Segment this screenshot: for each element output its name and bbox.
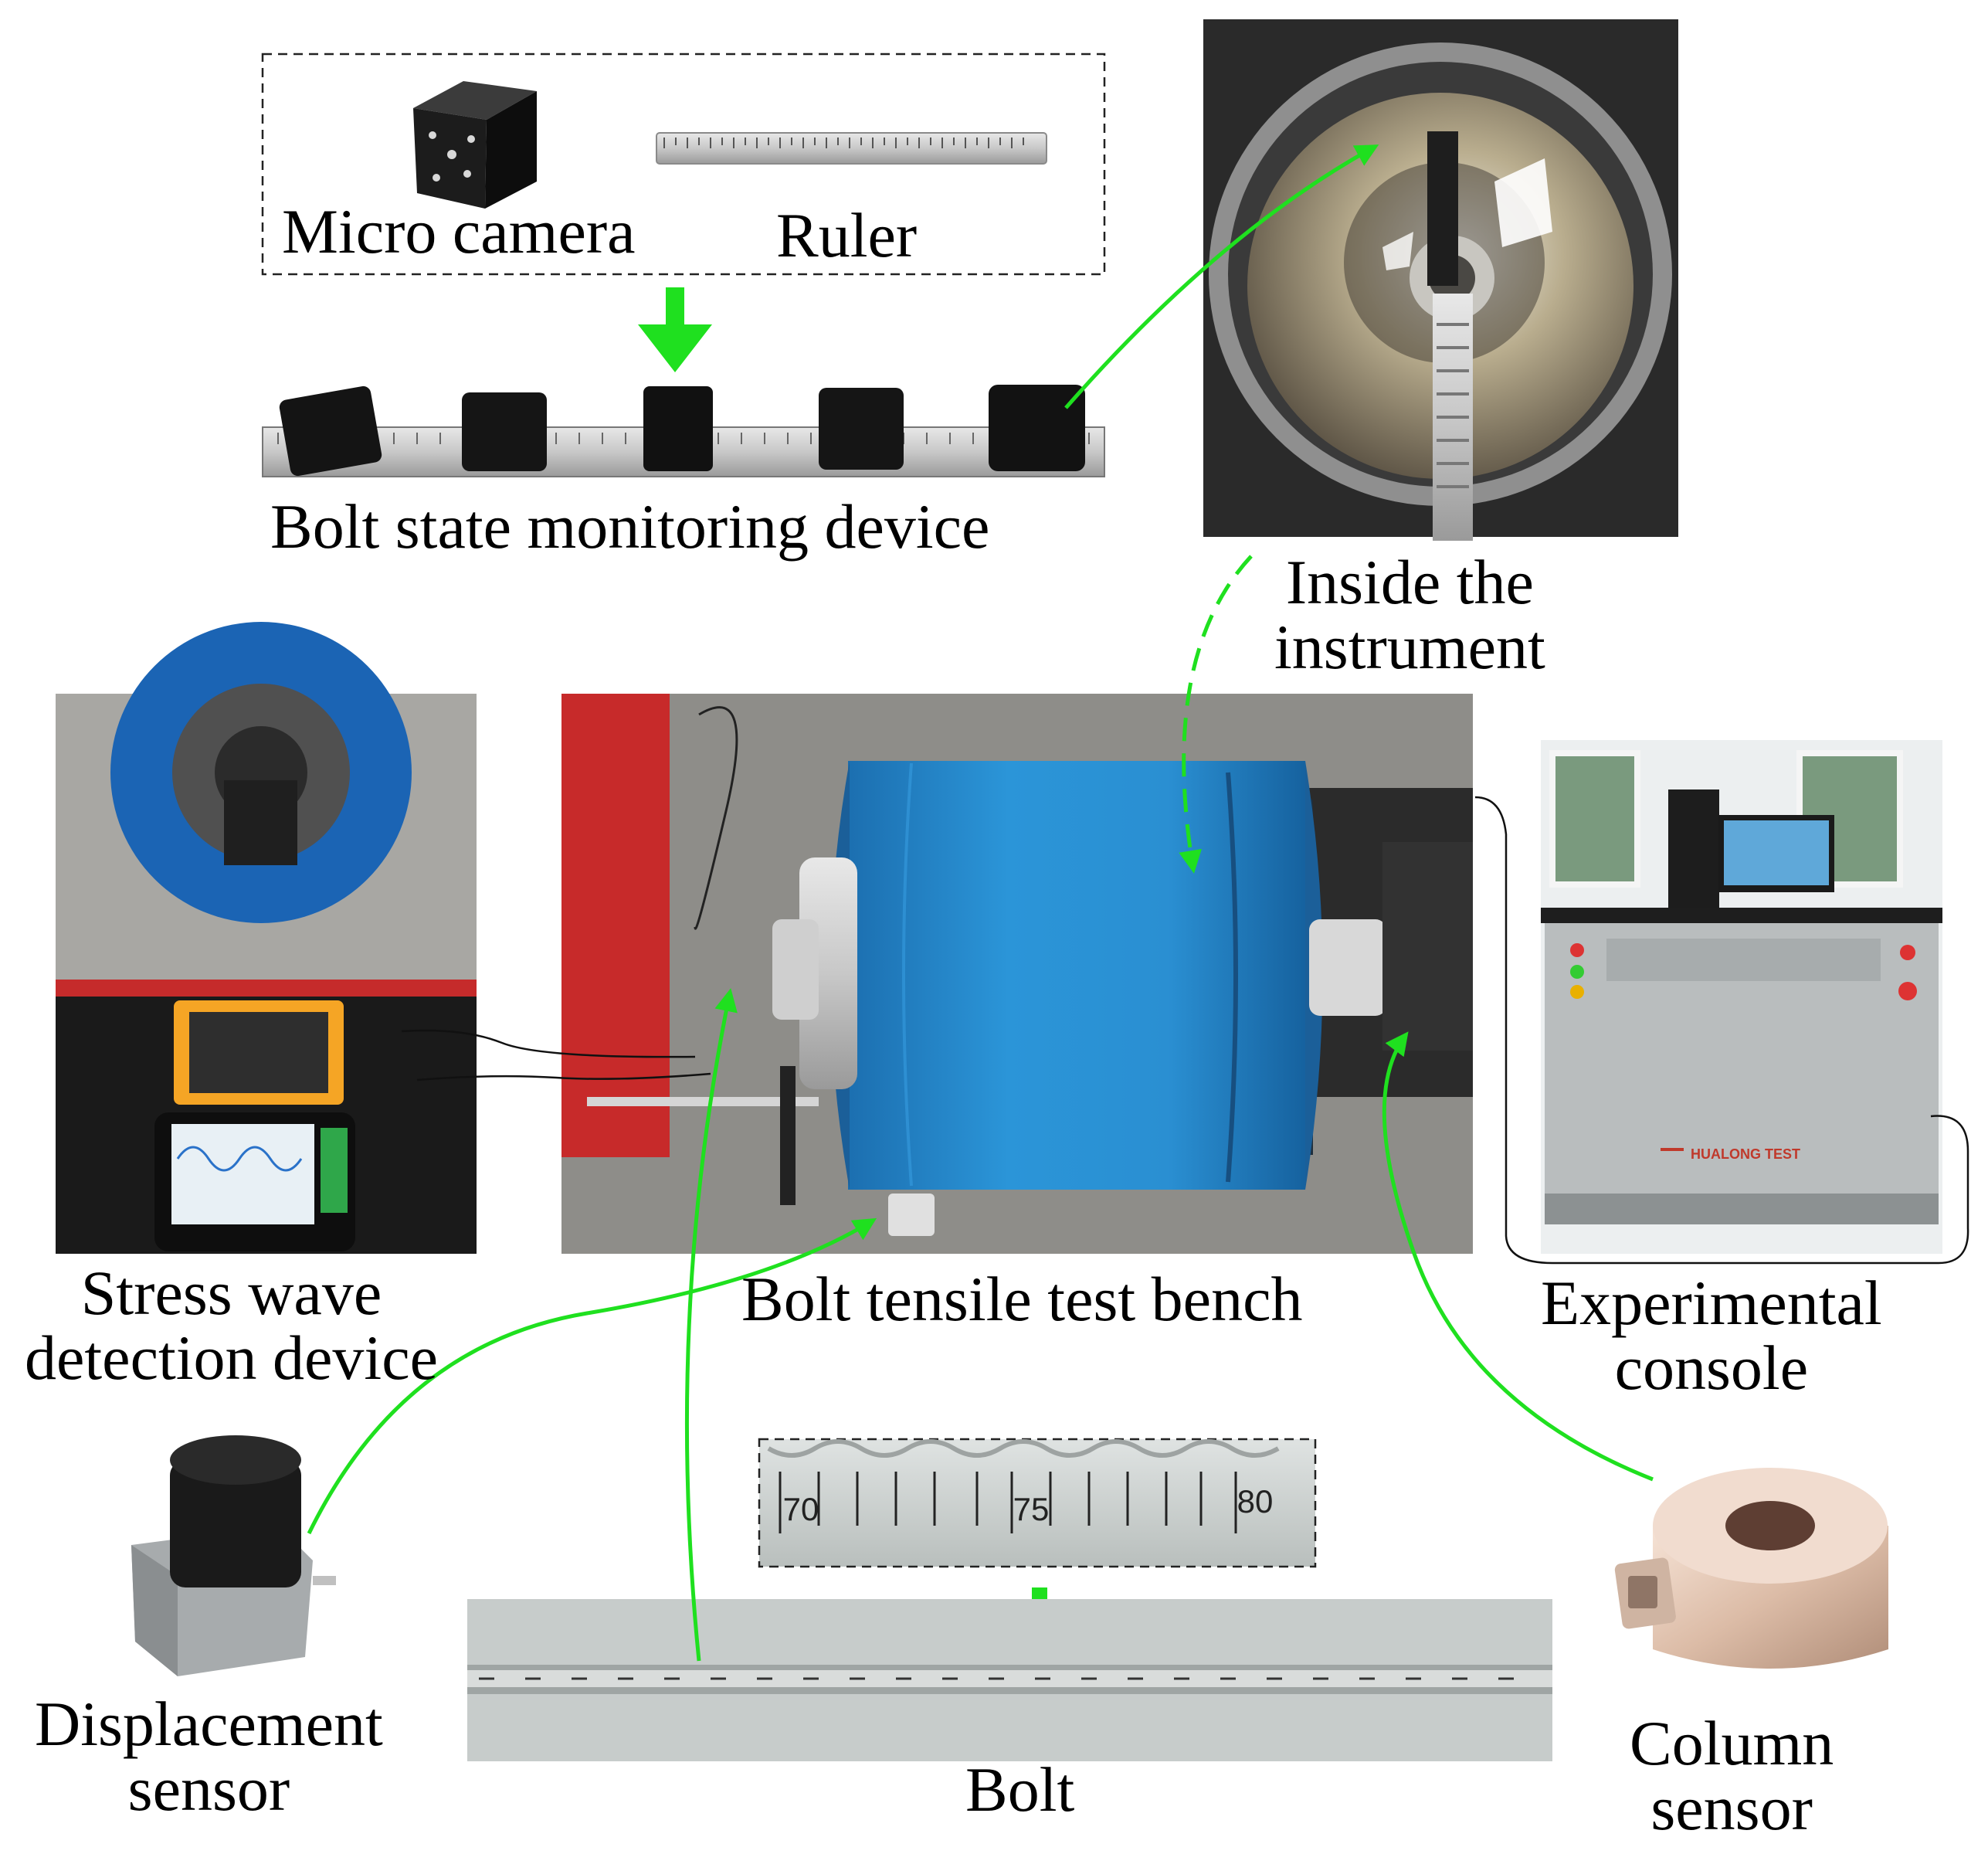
bolt-photo	[467, 1599, 1552, 1761]
inside-instrument-photo	[1203, 19, 1678, 541]
scale-mark-70: 70	[783, 1491, 819, 1527]
component-legend-box	[261, 53, 1106, 276]
label-bolt: Bolt	[965, 1754, 1075, 1825]
label-bolt-tensile-test-bench: Bolt tensile test bench	[741, 1264, 1303, 1334]
label-stress-line-1: Stress wave	[80, 1258, 382, 1328]
label-inside-line-1: Inside the	[1285, 547, 1534, 617]
label-inside-the-instrument: Inside the instrument	[1274, 550, 1545, 679]
bolt-to-bench-arrow	[684, 988, 738, 1662]
bolt-scale-inset: 70 75 80	[758, 1438, 1317, 1568]
column-sensor-photo	[1614, 1468, 1888, 1669]
ruler-photo	[656, 132, 1047, 165]
label-console-line-2: console	[1614, 1332, 1809, 1403]
connector-lines	[307, 144, 1654, 1662]
label-column-line-2: sensor	[1650, 1772, 1813, 1843]
bolt-tensile-test-bench-photo	[561, 694, 1473, 1254]
label-stress-line-2: detection device	[25, 1322, 439, 1393]
label-column-sensor: Column sensor	[1630, 1711, 1834, 1840]
experimental-console-photo: HUALONG TEST	[1541, 694, 1942, 1254]
label-displacement-line-2: sensor	[127, 1753, 290, 1824]
column-sensor-arrow	[1382, 1031, 1654, 1482]
console-brand-text: HUALONG TEST	[1691, 1146, 1800, 1162]
bolt-state-monitoring-device-photo	[262, 385, 1105, 477]
label-displacement-sensor: Displacement sensor	[35, 1692, 383, 1821]
label-experimental-console: Experimental console	[1541, 1271, 1882, 1400]
displacement-sensor-photo	[131, 1435, 336, 1676]
label-micro-camera: Micro camera	[282, 196, 636, 267]
label-stress-wave-detection-device: Stress wave detection device	[25, 1261, 438, 1390]
stress-wave-detection-device-photo	[56, 622, 477, 1254]
label-column-line-1: Column	[1630, 1708, 1834, 1778]
signal-cables	[401, 796, 1969, 1265]
down-arrow-icon	[638, 287, 712, 372]
label-bolt-state-monitoring-device: Bolt state monitoring device	[270, 491, 990, 562]
label-displacement-line-1: Displacement	[35, 1689, 383, 1759]
displacement-sensor-arrow	[307, 1217, 877, 1535]
label-console-line-1: Experimental	[1541, 1268, 1882, 1338]
label-ruler: Ruler	[776, 200, 918, 270]
scale-mark-80: 80	[1237, 1483, 1274, 1520]
scale-mark-75: 75	[1013, 1491, 1050, 1527]
label-inside-line-2: instrument	[1274, 611, 1545, 682]
micro-camera-photo	[413, 81, 537, 209]
camera-to-inside-arrow	[1064, 144, 1379, 409]
inside-to-bench-dashed-arrow	[1179, 555, 1253, 874]
